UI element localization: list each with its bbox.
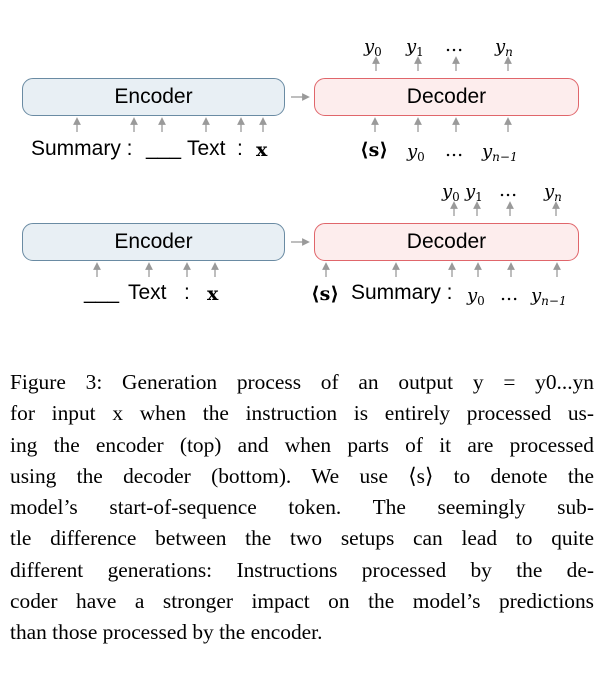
top-decoder-label: Decoder xyxy=(406,85,487,108)
top-dec-input-token: yn−1 xyxy=(482,141,518,164)
bottom-dec-start-token: ⟨s⟩ xyxy=(311,283,340,305)
top-dec-start-token: ⟨s⟩ xyxy=(360,139,389,161)
top-output-ellipsis: ... xyxy=(445,34,464,56)
top-encoder-box: Encoder xyxy=(22,78,285,116)
top-input-text: Text xyxy=(187,137,226,160)
bottom-output-ellipsis: ... xyxy=(499,179,518,201)
bottom-encoder-label: Encoder xyxy=(114,230,193,253)
bottom-output-token: yn xyxy=(544,181,562,204)
caption-line: ing the encoder (top) and when parts of … xyxy=(10,432,594,457)
top-input-summary: Summary : xyxy=(31,137,133,160)
top-dec-input-ellipsis: ... xyxy=(445,139,464,161)
bottom-output-token: y0 xyxy=(442,181,460,204)
bottom-dec-summary: Summary : xyxy=(351,281,453,304)
top-encoder-label: Encoder xyxy=(114,85,193,108)
caption-line: using the decoder (bottom). We use ⟨s⟩ t… xyxy=(10,463,594,488)
bottom-dec-input-token: yn−1 xyxy=(531,285,567,308)
top-decoder-box: Decoder xyxy=(314,78,579,116)
caption-line: tle difference between the two setups ca… xyxy=(10,526,594,551)
caption-line: different generations: Instructions proc… xyxy=(10,557,594,582)
bottom-dec-input-token: y0 xyxy=(467,285,485,308)
figure-caption: Figure 3: Generation process of an outpu… xyxy=(10,367,594,649)
caption-line: for input x when the instruction is enti… xyxy=(10,401,594,426)
bottom-dec-input-ellipsis: ... xyxy=(500,283,519,305)
bottom-input-text: Text xyxy=(128,281,167,304)
caption-line: Figure 3: Generation process of an outpu… xyxy=(10,370,594,394)
arrows-layer xyxy=(73,56,561,277)
bottom-input-colon: : xyxy=(184,281,190,304)
bottom-input-blank: ___ xyxy=(84,281,120,304)
top-input-colon: : xyxy=(237,137,243,160)
bottom-input-x: x xyxy=(207,283,219,305)
top-output-token: yn xyxy=(495,36,513,59)
top-input-x: x xyxy=(256,139,268,161)
caption-line: than those processed by the encoder. xyxy=(10,620,323,645)
bottom-encoder-box: Encoder xyxy=(22,223,285,261)
top-input-blank: ___ xyxy=(146,137,182,160)
bottom-decoder-label: Decoder xyxy=(406,230,487,253)
top-output-token: y1 xyxy=(406,36,424,59)
caption-line: coder have a stronger impact on the mode… xyxy=(10,589,594,614)
top-output-token: y0 xyxy=(364,36,382,59)
caption-line: model’s start-of-sequence token. The see… xyxy=(10,495,594,520)
bottom-decoder-box: Decoder xyxy=(314,223,579,261)
bottom-output-token: y1 xyxy=(465,181,483,204)
top-dec-input-token: y0 xyxy=(407,141,425,164)
